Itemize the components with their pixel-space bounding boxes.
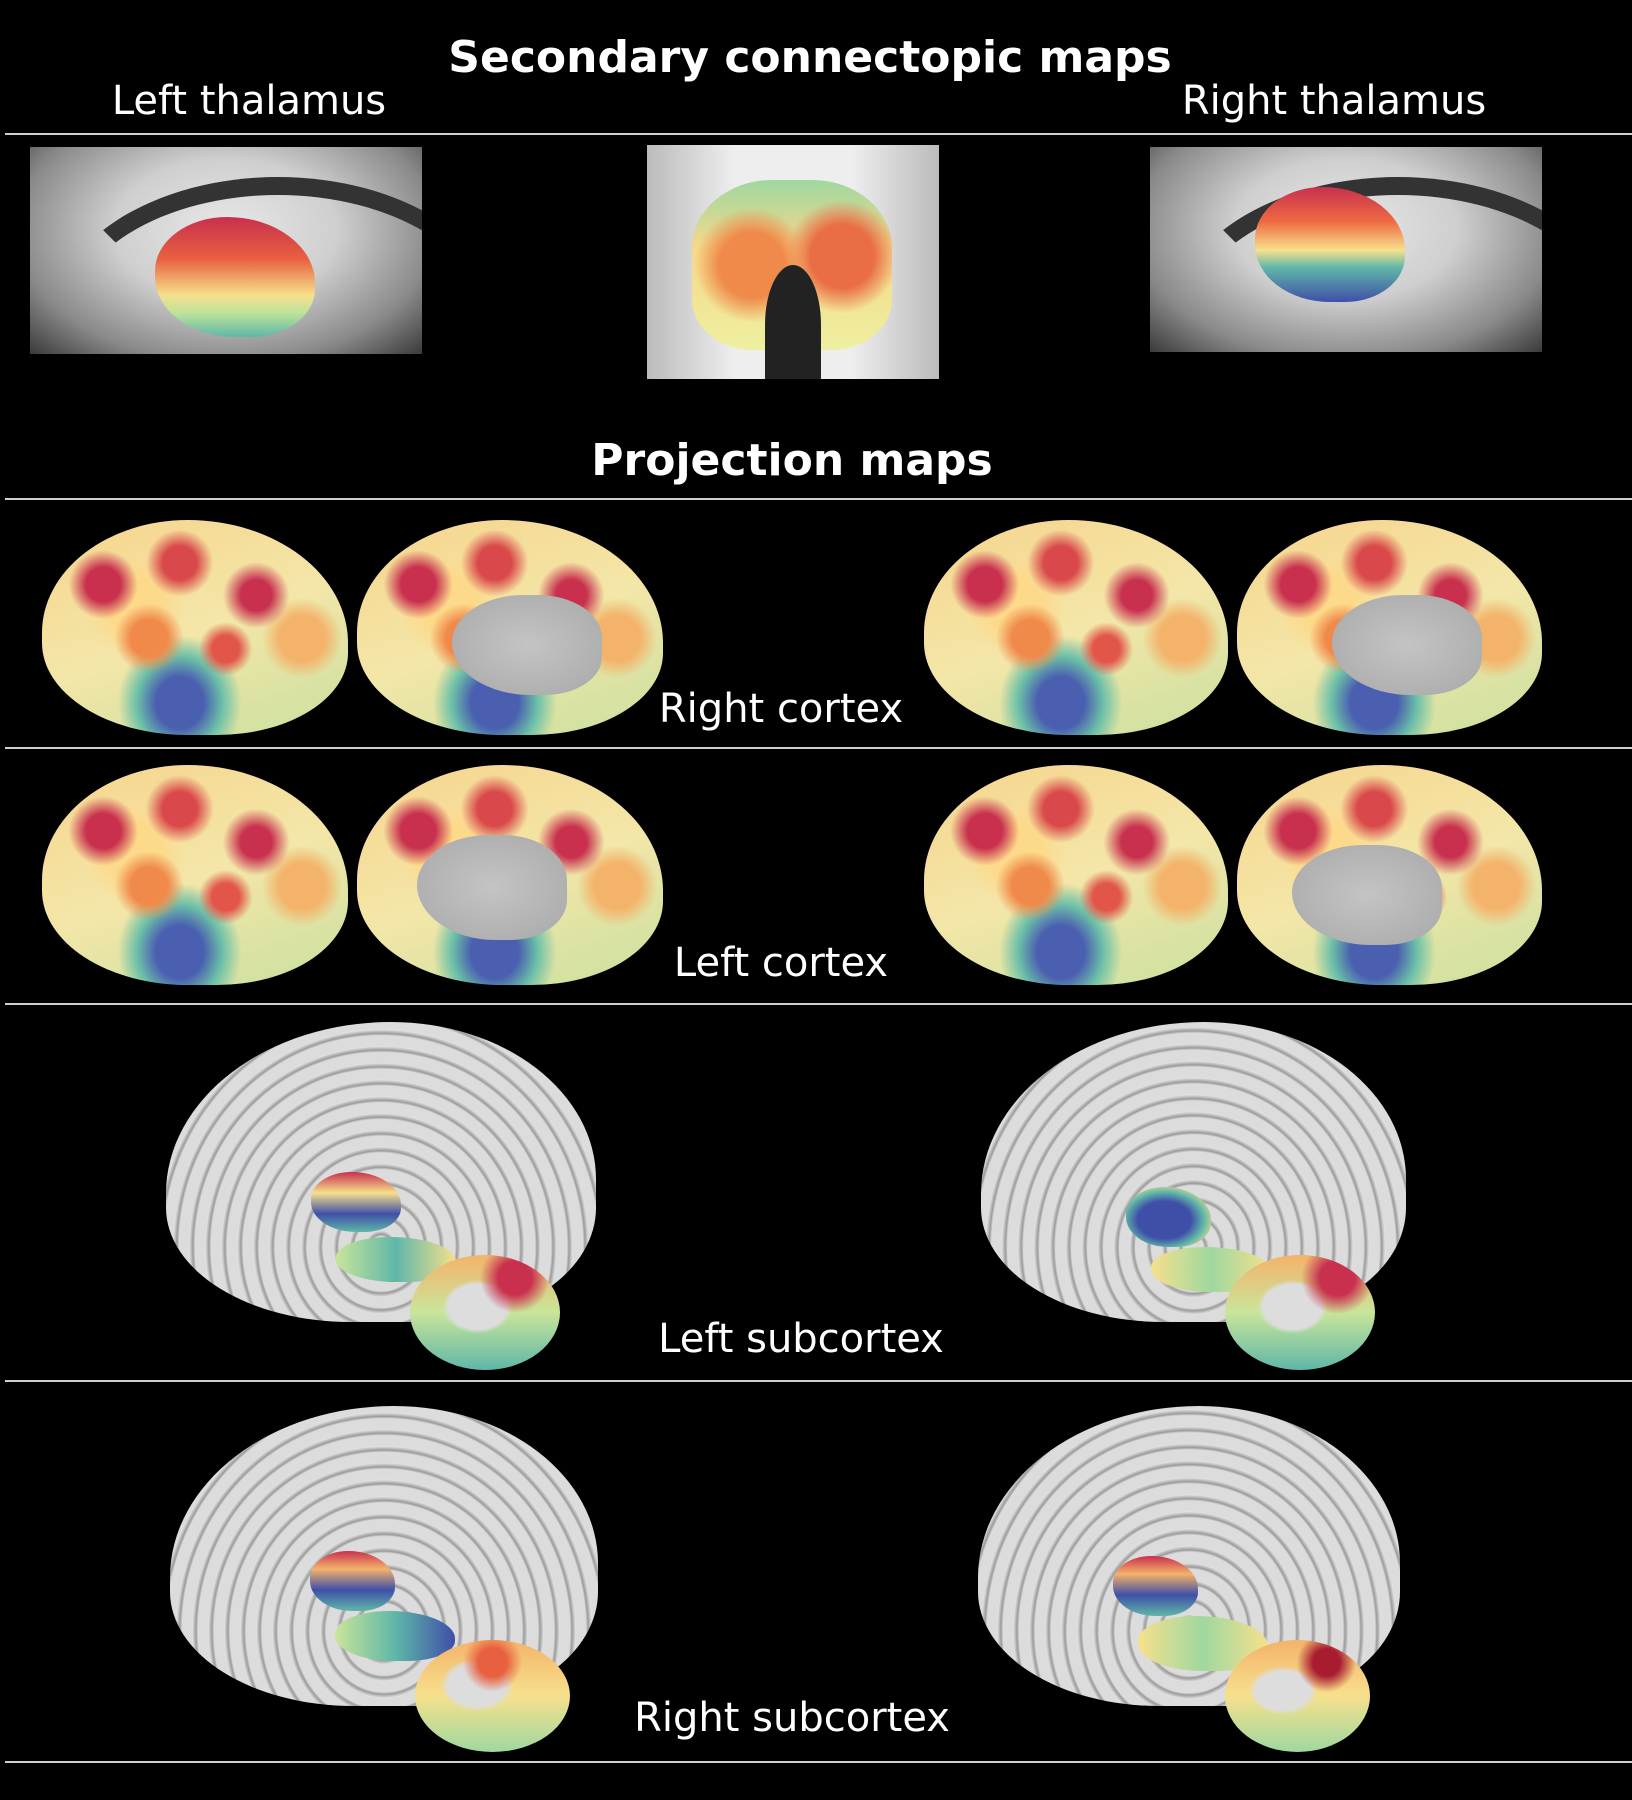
divider [5,1380,1632,1382]
left-subcortex-left-hemisphere [166,1022,596,1322]
right-subcortex-label: Right subcortex [634,1695,950,1741]
right-subcortex-right-cerebellum-map [1225,1640,1370,1752]
right-thalamus-sagittal-image [1150,147,1542,352]
divider [5,747,1632,749]
thalamus-coronal-image [647,145,939,379]
divider [5,133,1632,135]
left-subcortex-label: Left subcortex [658,1316,944,1362]
projection-maps-title: Projection maps [591,435,993,486]
right-subcortex-cerebellum-map [415,1640,570,1752]
left-cortex-left-medial [357,765,663,985]
left-cortex-left-lateral [42,765,348,985]
right-thalamus-label: Right thalamus [1181,78,1487,124]
secondary-maps-title: Secondary connectopic maps [448,32,1172,83]
right-cortex-right-medial [1237,520,1542,735]
right-cortex-right-lateral [924,520,1228,735]
right-cortex-label: Right cortex [658,686,904,732]
left-cortex-right-medial [1237,765,1542,985]
left-thalamus-label: Left thalamus [111,78,387,124]
left-subcortex-right-cerebellum-map [1225,1255,1375,1370]
left-thalamus-sagittal-image [30,147,422,354]
right-cortex-left-medial [357,520,663,735]
left-subcortex-cerebellum-map [410,1255,560,1370]
right-cortex-left-lateral [42,520,348,735]
left-cortex-label: Left cortex [673,940,889,986]
left-cortex-right-lateral [924,765,1228,985]
divider [5,1761,1632,1763]
divider [5,498,1632,500]
divider [5,1003,1632,1005]
